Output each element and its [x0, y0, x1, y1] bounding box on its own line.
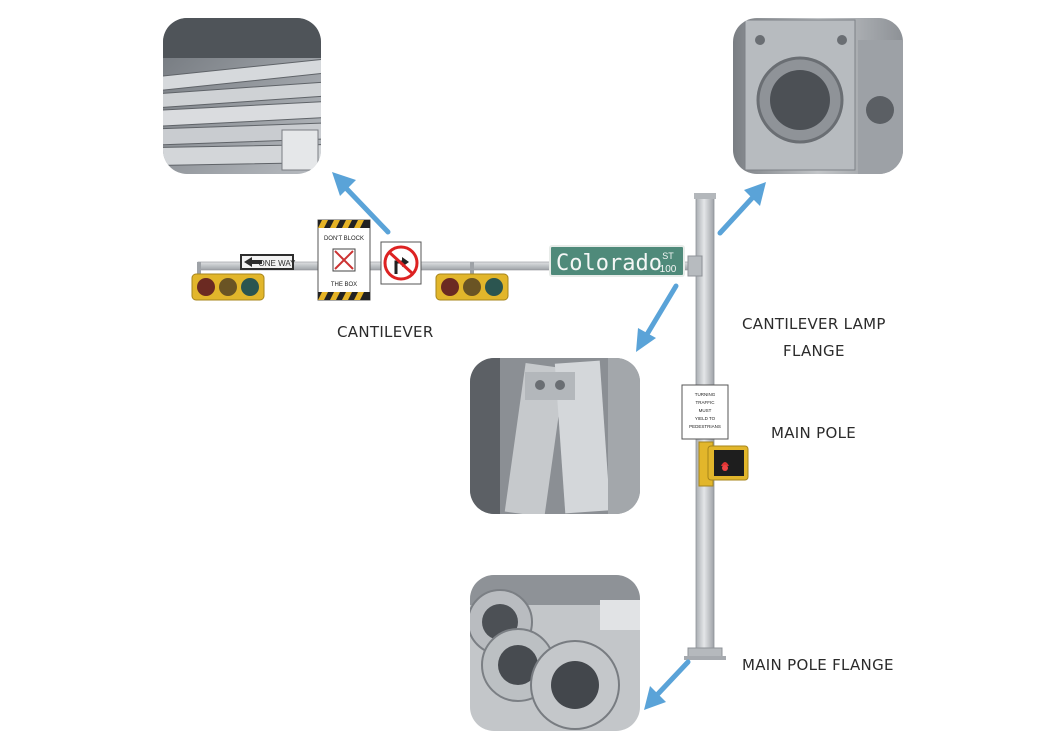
main-pole-flange-photo	[470, 575, 640, 731]
street-number: 100	[660, 264, 677, 275]
turning-traffic-line-2: TRAFFIC	[696, 400, 716, 405]
turning-traffic-line-5: PEDESTRIANS	[689, 424, 721, 429]
label-cantilever: CANTILEVER	[337, 319, 434, 346]
label-cantilever-text: CANTILEVER	[337, 323, 434, 341]
label-main-pole-flange: MAIN POLE FLANGE	[742, 652, 894, 679]
traffic-signal-left	[191, 262, 265, 301]
lamp-flange-photo	[733, 18, 903, 174]
label-cantilever-lamp-flange-line-2: FLANGE	[783, 342, 845, 360]
turning-traffic-line-1: TURNING	[695, 392, 716, 397]
no-right-turn-sign	[380, 241, 422, 285]
label-main-pole-text: MAIN POLE	[771, 424, 857, 442]
dont-block-box-sign: DON'T BLOCK THE BOX	[317, 219, 371, 301]
arrow-to-main-pole-flange-photo	[644, 659, 691, 710]
one-way-sign: ONE WAY	[240, 254, 296, 270]
turning-traffic-sign: TURNING TRAFFIC MUST YIELD TO PEDESTRIAN…	[681, 384, 729, 440]
turning-traffic-line-4: YIELD TO	[695, 416, 716, 421]
traffic-signal-center	[435, 262, 509, 301]
street-name: Colorado	[556, 251, 662, 276]
label-cantilever-lamp-flange: CANTILEVER LAMP FLANGE	[742, 311, 886, 365]
arrow-to-lamp-flange-photo	[717, 182, 766, 236]
street-suffix: ST	[662, 251, 674, 261]
one-way-text: ONE WAY	[259, 259, 297, 268]
cantilever-photo	[163, 18, 321, 174]
label-cantilever-lamp-flange-line-1: CANTILEVER LAMP	[742, 315, 886, 333]
arrow-to-bracket-photo	[636, 283, 679, 352]
label-main-pole: MAIN POLE	[771, 420, 856, 447]
bracket-photo	[470, 358, 640, 514]
turning-traffic-line-3: MUST	[699, 408, 712, 413]
arrow-to-cantilever-photo	[332, 172, 391, 235]
pedestrian-signal	[698, 441, 749, 487]
street-name-sign: Colorado ST 100	[549, 245, 685, 277]
dont-block-text-1: DON'T BLOCK	[324, 236, 364, 242]
label-main-pole-flange-text: MAIN POLE FLANGE	[742, 656, 894, 674]
dont-block-text-2: THE BOX	[331, 282, 357, 288]
